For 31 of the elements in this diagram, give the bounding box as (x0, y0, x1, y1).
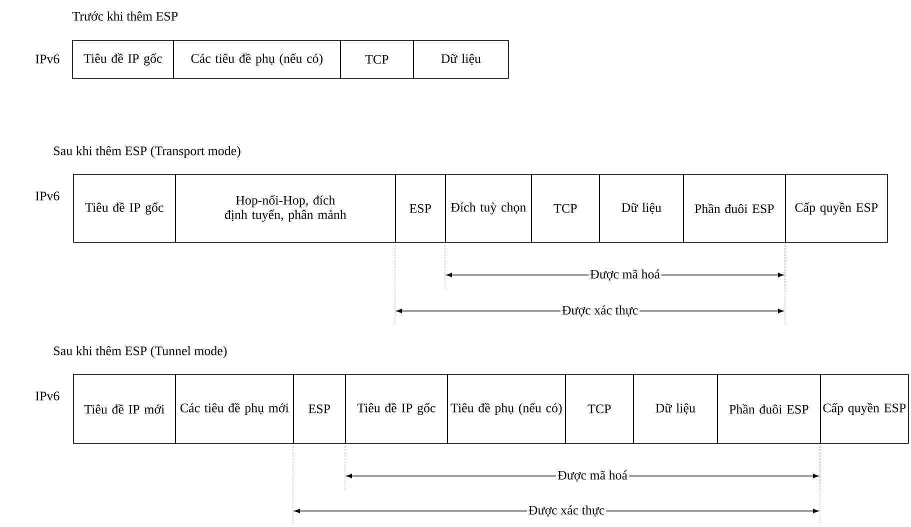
header-cell: Đích tuỳ chọn (445, 174, 532, 243)
header-cell: Phần đuôi ESP (683, 174, 786, 243)
span-label: Được xác thực (560, 304, 640, 318)
header-cell: Tiêu đề IP gốc (72, 40, 174, 79)
header-cell: Hop-nối-Hop, đích định tuyến, phân mảnh (175, 174, 396, 243)
span-label: Được xác thực (526, 504, 606, 518)
protocol-label: IPv6 (36, 392, 60, 400)
span-label: Được mã hoá (588, 268, 662, 282)
header-cell: ESP (293, 374, 346, 444)
header-cell: Dữ liệu (633, 374, 718, 444)
protocol-label: IPv6 (36, 54, 60, 64)
header-cell: Phần đuôi ESP (717, 374, 821, 444)
header-cell: Tiêu đề phụ (nếu có) (447, 374, 566, 444)
span-label: Được mã hoá (556, 468, 629, 484)
header-cell: Các tiêu đề phụ mới (175, 374, 294, 444)
section-heading: Trước khi thêm ESP (72, 11, 178, 21)
header-cell: Cấp quyền ESP (820, 374, 909, 444)
header-cell: TCP (565, 374, 634, 444)
header-cell: Tiêu đề IP gốc (73, 174, 176, 243)
header-cell: Cấp quyền ESP (785, 174, 888, 243)
header-cell: Tiêu đề IP gốc (345, 374, 448, 444)
header-cell: Các tiêu đề phụ (nếu có) (173, 40, 341, 79)
section-heading: Sau khi thêm ESP (Transport mode) (54, 146, 240, 158)
section-heading: Sau khi thêm ESP (Tunnel mode) (54, 346, 227, 358)
header-cell: ESP (395, 174, 446, 243)
header-cell: Dữ liệu (413, 40, 509, 79)
header-cell: TCP (340, 40, 414, 79)
protocol-label: IPv6 (36, 192, 60, 200)
header-cell: Tiêu đề IP mới (73, 374, 176, 444)
header-cell: TCP (531, 174, 600, 243)
header-cell: Dữ liệu (599, 174, 684, 243)
